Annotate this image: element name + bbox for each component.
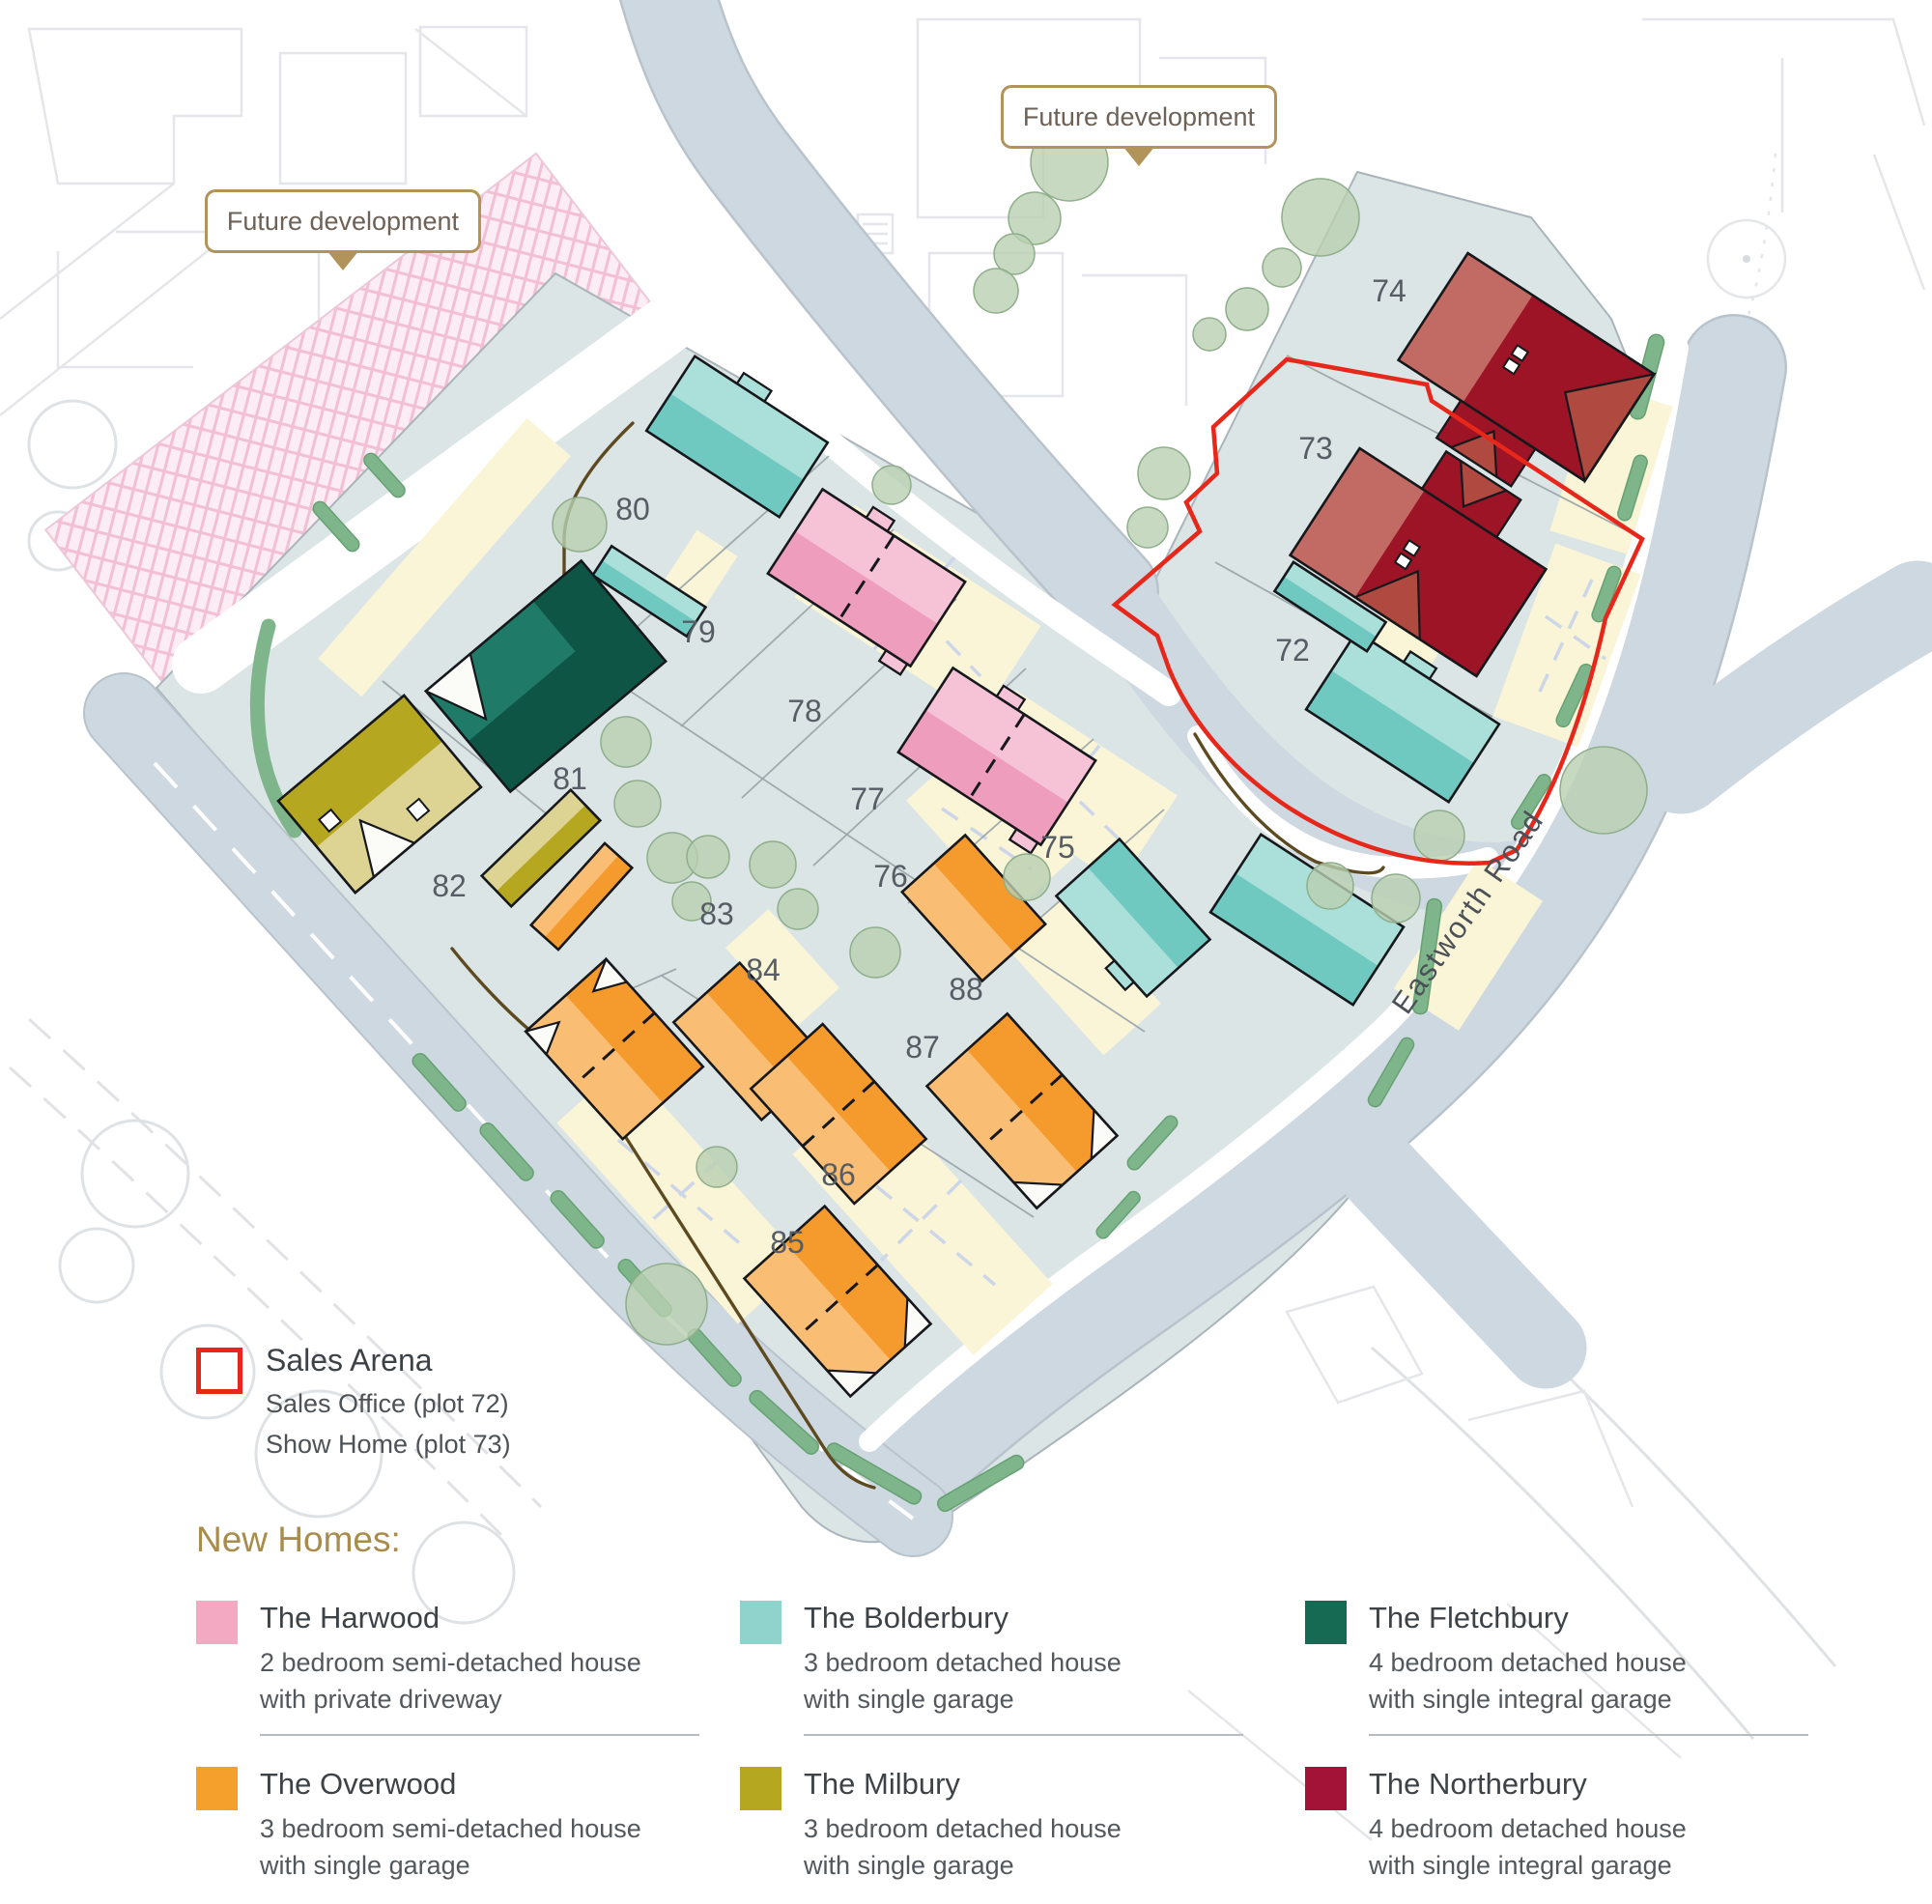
- garage-plot80: [590, 544, 708, 639]
- legend-text: The Overwood 3 bedroom semi-detached hous…: [260, 1767, 641, 1884]
- footpaths: [172, 253, 1689, 1452]
- legend-divider: [804, 1734, 1243, 1736]
- plot-number-label: 74: [1372, 273, 1406, 308]
- plot-number-label: 82: [432, 868, 467, 903]
- legend-item: The Bolderbury 3 bedroom detached house w…: [740, 1601, 1305, 1736]
- sales-office-line: Sales Office (plot 72): [266, 1389, 509, 1418]
- new-homes-title: New Homes:: [196, 1520, 401, 1559]
- house-bolderbury-plot75: [1054, 837, 1212, 999]
- house-type-description: 2 bedroom semi-detached house with priva…: [260, 1648, 641, 1714]
- future-development-label-right: Future development: [1001, 85, 1277, 149]
- plot-number-label: 76: [873, 859, 908, 894]
- garage-plot82: [479, 787, 603, 909]
- legend-swatch: [196, 1767, 238, 1810]
- plot-number-label: 81: [553, 761, 587, 796]
- plot-number-label: 80: [615, 492, 650, 526]
- house-northerbury-plot74: [1396, 251, 1657, 488]
- house-fletchbury-plot81: [423, 558, 668, 794]
- house-type-description: 4 bedroom detached house with single int…: [1369, 1648, 1687, 1714]
- plot-number-label: 72: [1275, 633, 1310, 668]
- house-milbury-plot82: [276, 694, 483, 895]
- legend-item: The Overwood 3 bedroom semi-detached hous…: [196, 1767, 740, 1884]
- house-type-description: 4 bedroom detached house with single int…: [1369, 1814, 1687, 1880]
- house-type-name: The Harwood: [260, 1601, 440, 1634]
- house-northerbury-plot73: [1288, 446, 1548, 678]
- legend-text: The Bolderbury 3 bedroom detached house w…: [804, 1601, 1243, 1736]
- eastworth-road: [847, 316, 1785, 1529]
- sales-arena-swatch: [196, 1348, 242, 1394]
- house-type-name: The Milbury: [804, 1767, 960, 1801]
- sales-arena-outline: [1111, 356, 1645, 866]
- plot-number-label: 87: [905, 1030, 940, 1065]
- plot-number-label: 88: [949, 972, 983, 1007]
- plot-number-label: 83: [699, 896, 734, 931]
- legend-grid: The Harwood 2 bedroom semi-detached house…: [196, 1601, 1829, 1884]
- legend-item: The Milbury 3 bedroom detached house with…: [740, 1767, 1305, 1884]
- legend-item: The Fletchbury 4 bedroom detached house w…: [1305, 1601, 1829, 1736]
- plot-number-label: 77: [850, 781, 885, 816]
- legend-swatch: [196, 1601, 238, 1644]
- house-type-name: The Northerbury: [1369, 1767, 1587, 1801]
- house-overwood-plot88: [899, 833, 1048, 983]
- legend-text: The Harwood 2 bedroom semi-detached house…: [260, 1601, 699, 1736]
- house-harwood-plots78-79: [766, 487, 967, 676]
- plot-number-label: 86: [821, 1157, 856, 1192]
- legend-item: The Northerbury 4 bedroom detached house …: [1305, 1767, 1829, 1884]
- plot-number-label: 78: [787, 694, 822, 728]
- future-development-text: Future development: [1022, 101, 1256, 131]
- legend-text: The Fletchbury 4 bedroom detached house w…: [1369, 1601, 1808, 1736]
- trees: [552, 123, 1648, 1346]
- garage-plot83: [528, 841, 635, 952]
- houses: [276, 251, 1657, 1399]
- house-overwood-plots86-87: [749, 1022, 928, 1206]
- main-road: [621, 0, 1157, 638]
- future-development-label-left: Future development: [205, 189, 481, 253]
- house-type-description: 3 bedroom semi-detached house with singl…: [260, 1814, 641, 1880]
- house-overwood-plots87-88: [924, 1011, 1120, 1210]
- house-overwood-plots85-86: [742, 1204, 933, 1399]
- legend-text: The Northerbury 4 bedroom detached house …: [1369, 1767, 1687, 1884]
- plot-number-label: 84: [746, 952, 781, 987]
- legend-swatch: [740, 1601, 781, 1644]
- side-road-east: [1634, 560, 1932, 814]
- sales-arena-title: Sales Arena: [266, 1343, 433, 1378]
- hedges: [249, 333, 1665, 1513]
- legend-swatch: [1305, 1767, 1347, 1810]
- legend-swatch: [1305, 1601, 1347, 1644]
- plot-number-labels: 72 73 74 75 76 77 78 79 80 81 82 83 84 85 86 87 88: [432, 273, 1406, 1260]
- legend-swatch: [740, 1767, 781, 1810]
- plot-number-label: 75: [1040, 830, 1075, 865]
- house-type-name: The Fletchbury: [1369, 1601, 1569, 1634]
- legend-text: The Milbury 3 bedroom detached house with…: [804, 1767, 1122, 1884]
- house-type-description: 3 bedroom detached house with single gar…: [804, 1648, 1122, 1714]
- house-type-description: 3 bedroom detached house with single gar…: [804, 1814, 1122, 1880]
- plot-number-label: 79: [681, 614, 716, 649]
- background-linework: [0, 17, 1926, 1841]
- house-type-name: The Bolderbury: [804, 1601, 1009, 1634]
- legend-item: The Harwood 2 bedroom semi-detached house…: [196, 1601, 740, 1736]
- plot-number-label: 73: [1298, 431, 1333, 466]
- show-home-line: Show Home (plot 73): [266, 1430, 511, 1459]
- side-road-stub: [1340, 1132, 1587, 1389]
- garage-plot72: [1272, 560, 1388, 653]
- legend-divider: [260, 1734, 699, 1736]
- legend-divider: [1369, 1734, 1808, 1736]
- house-bolderbury-plot72: [1304, 630, 1501, 804]
- house-bolderbury-plot80: [644, 354, 830, 520]
- sales-arena-key: Sales Arena Sales Office (plot 72) Show …: [196, 1343, 511, 1460]
- house-harwood-plots76-77: [896, 666, 1097, 855]
- house-type-name: The Overwood: [260, 1767, 457, 1801]
- future-development-text: Future development: [226, 206, 460, 236]
- plot-number-label: 85: [770, 1225, 805, 1260]
- house-overwood-plots83-84: [524, 956, 705, 1142]
- sales-arena-text: Sales Arena Sales Office (plot 72) Show …: [266, 1343, 511, 1460]
